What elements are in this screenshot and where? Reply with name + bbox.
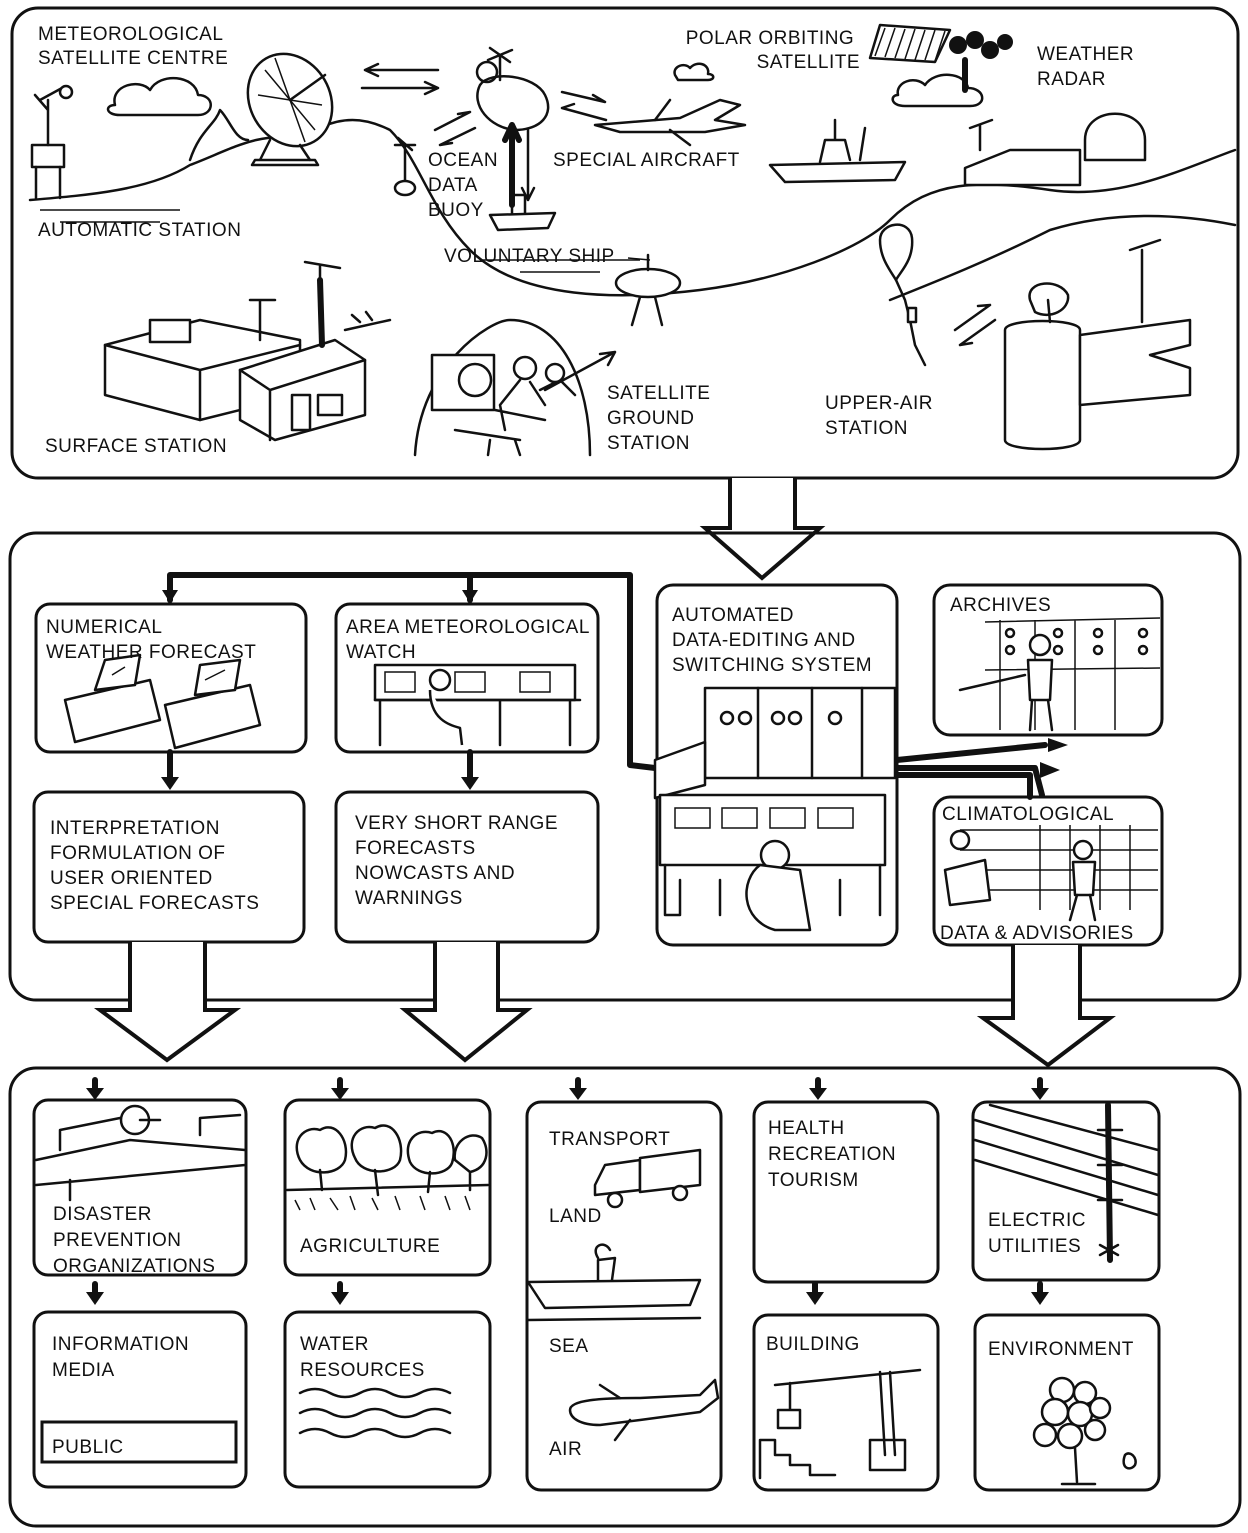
distribution-arrowheads <box>162 590 478 603</box>
cloud-2 <box>673 62 715 82</box>
arrowhead-watch <box>461 777 479 790</box>
ship-icon <box>526 1243 702 1322</box>
archives-label: ARCHIVES <box>950 595 1051 616</box>
flow-arrow-climatology-to-users <box>976 945 1116 1068</box>
upper-air-station-label: UPPER-AIR STATION <box>825 393 939 439</box>
met-satellite-centre-label: METEOROLOGICAL SATELLITE CENTRE <box>38 24 229 69</box>
disaster-prevention-label: DISASTER PREVENTION ORGANIZATIONS <box>53 1204 215 1277</box>
numerical-weather-forecast-label: NUMERICAL WEATHER FORECAST <box>46 617 256 663</box>
radiosonde-balloon-icon <box>878 223 927 367</box>
building-box <box>752 1313 940 1492</box>
link-arrows-top <box>360 62 997 392</box>
satellite-centre-dish-icon <box>246 52 334 167</box>
arrowheads-archives-climatology <box>1040 738 1068 778</box>
arrowhead-nwf <box>161 777 179 790</box>
special-aircraft-icon <box>593 98 747 147</box>
user-input-arrows <box>86 1077 1049 1305</box>
geostationary-satellite-icon <box>475 46 550 132</box>
airplane-icon <box>568 1378 720 1442</box>
area-met-watch-label: AREA METEOROLOGICAL WATCH <box>346 617 595 663</box>
interpretation-box <box>32 790 306 944</box>
ground-station-interior-icon <box>413 318 592 457</box>
observing-system-panel <box>10 6 1240 480</box>
water-lines <box>40 209 640 273</box>
surface-station-icon <box>103 260 392 442</box>
environment-label: ENVIRONMENT <box>988 1339 1134 1360</box>
interpretation-label: INTERPRETATION FORMULATION OF USER ORIEN… <box>50 818 259 914</box>
environment-tree-icon <box>1032 1376 1137 1486</box>
building-label: BUILDING <box>766 1334 860 1355</box>
voluntary-ship-icon <box>488 193 557 232</box>
public-label: PUBLIC <box>52 1437 124 1458</box>
printer-icon <box>63 653 262 750</box>
sea-label: SEA <box>549 1336 589 1357</box>
data-advisories-label: DATA & ADVISORIES <box>940 923 1134 944</box>
very-short-range-label: VERY SHORT RANGE FORECASTS NOWCASTS AND … <box>355 813 564 909</box>
power-lines-icon <box>973 1102 1160 1263</box>
truck-icon <box>593 1148 702 1209</box>
flow-arrow-nowcasts-to-users <box>399 942 533 1063</box>
arrows-to-archives-climatology <box>894 742 1048 800</box>
cloud-1 <box>106 76 212 117</box>
users-panel <box>8 1066 1242 1528</box>
ocean-data-buoy-label: OCEAN DATA BUOY <box>428 150 504 221</box>
coastline-left <box>28 118 1237 297</box>
research-ship-icon <box>768 118 907 184</box>
special-aircraft-label: SPECIAL AIRCRAFT <box>553 150 740 171</box>
crane-icon <box>758 1368 922 1480</box>
upper-air-station-icon <box>1003 238 1192 451</box>
disaster-buildings-icon <box>34 1104 247 1202</box>
environment-box <box>973 1313 1161 1492</box>
water-waves-icon <box>298 1387 452 1439</box>
climatological-label: CLIMATOLOGICAL <box>942 804 1114 825</box>
transport-label: TRANSPORT <box>549 1129 670 1150</box>
processing-panel <box>8 531 1242 1002</box>
water-resources-label: WATER RESOURCES <box>300 1334 425 1381</box>
polar-orbiting-satellite-icon <box>868 23 1013 93</box>
polar-orbiting-satellite-label: POLAR ORBITING SATELLITE <box>686 28 860 73</box>
disaster-prevention-box <box>32 1098 248 1277</box>
voluntary-ship-pointer <box>627 257 651 261</box>
switching-equipment-icon <box>653 686 897 932</box>
automatic-station-icon <box>30 84 74 200</box>
ground-station-dish-icon <box>614 253 682 327</box>
land-label: LAND <box>549 1206 602 1227</box>
automated-system-label: AUTOMATED DATA-EDITING AND SWITCHING SYS… <box>672 605 872 676</box>
air-label: AIR <box>549 1439 582 1460</box>
water-resources-box <box>283 1310 492 1489</box>
weather-radar-label: WEATHER RADAR <box>1037 44 1140 90</box>
watch-console-icon <box>373 663 582 747</box>
climatology-office-icon <box>943 825 1158 922</box>
flow-arrow-interpretation-to-users <box>93 942 242 1063</box>
health-recreation-box <box>752 1100 940 1284</box>
coastline-right <box>888 214 1237 302</box>
agriculture-label: AGRICULTURE <box>300 1236 440 1257</box>
weather-radar-icon <box>963 112 1147 187</box>
public-box <box>40 1420 238 1464</box>
ridge-line <box>188 108 250 162</box>
satellite-ground-station-label: SATELLITE GROUND STATION <box>607 383 716 454</box>
voluntary-ship-label: VOLUNTARY SHIP <box>444 246 615 267</box>
cloud-3 <box>891 73 984 108</box>
ocean-data-buoy-icon <box>393 136 417 197</box>
information-media-label: INFORMATION MEDIA <box>52 1334 195 1381</box>
electric-utilities-label: ELECTRIC UTILITIES <box>988 1210 1092 1257</box>
trees-icon <box>285 1124 490 1211</box>
automatic-station-label: AUTOMATIC STATION <box>38 220 241 241</box>
flow-arrow-observing-to-processing <box>699 478 826 581</box>
archive-shelves-icon <box>958 617 1161 732</box>
health-recreation-label: HEALTH RECREATION TOURISM <box>768 1118 902 1191</box>
surface-station-label: SURFACE STATION <box>45 436 227 457</box>
